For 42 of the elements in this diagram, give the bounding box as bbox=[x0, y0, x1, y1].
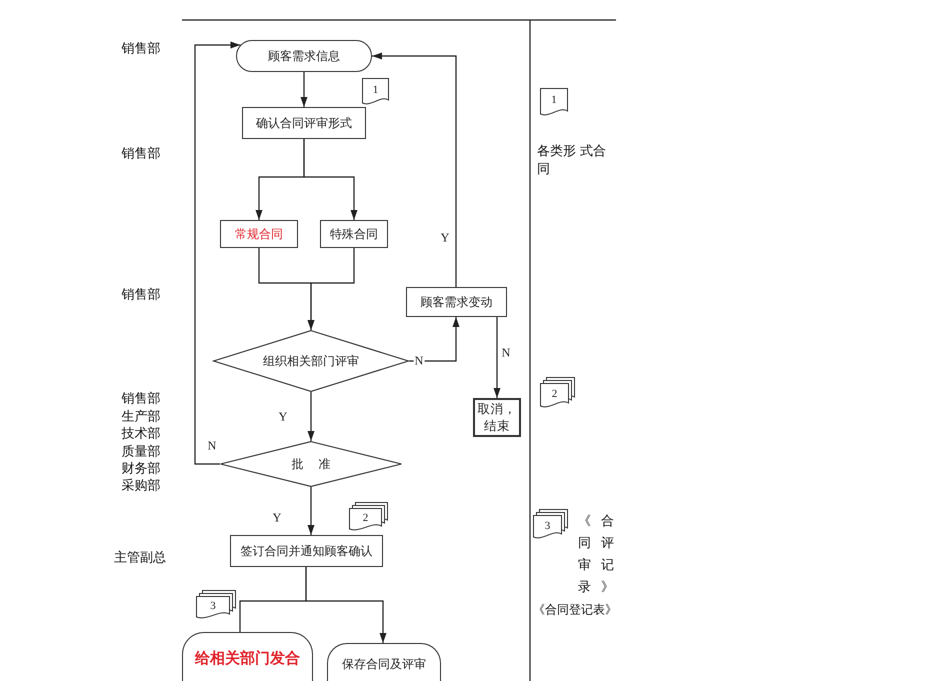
edge-label: Y bbox=[278, 410, 288, 424]
end-box: 取消，结束 bbox=[473, 398, 521, 437]
department-label: 采购部 bbox=[122, 478, 160, 494]
arrow bbox=[494, 317, 500, 398]
edge-label: N bbox=[500, 346, 512, 360]
department-label: 销售部 bbox=[122, 390, 160, 408]
edge-label: Y bbox=[440, 232, 450, 244]
arrow bbox=[303, 139, 358, 220]
department-label: 质量部 bbox=[122, 443, 160, 460]
department-label: 销售部 bbox=[122, 286, 160, 304]
arrow bbox=[308, 248, 355, 330]
document-caption: 各类形 式合同 bbox=[537, 143, 608, 179]
arrow bbox=[308, 487, 314, 535]
edge-label: Y bbox=[272, 512, 282, 524]
terminal-box: 给相关部门发合 bbox=[182, 632, 313, 681]
document-caption: 《合同登记表》 bbox=[533, 602, 617, 618]
decision-diamond: 组织相关部门评审 bbox=[213, 330, 409, 392]
arrow bbox=[372, 52, 457, 287]
terminal-box: 顾客需求信息 bbox=[236, 40, 372, 72]
edge-label: N bbox=[414, 354, 424, 368]
arrow bbox=[308, 392, 314, 441]
document-symbol: 1 bbox=[362, 78, 389, 106]
terminal-box: 保存合同及评审 bbox=[327, 643, 441, 681]
process-box: 签订合同并通知顾客确认 bbox=[230, 535, 383, 567]
arrow bbox=[300, 72, 308, 107]
department-label: 财务部 bbox=[122, 460, 160, 478]
department-label: 技术部 bbox=[122, 426, 160, 442]
process-box: 确认合同评审形式 bbox=[242, 107, 366, 139]
document-caption: 《合同评审记录》 bbox=[578, 513, 625, 597]
decision-diamond: 批 准 bbox=[220, 441, 402, 487]
document-symbol: 1 bbox=[540, 88, 568, 117]
arrow bbox=[409, 317, 460, 362]
department-label: 销售部 bbox=[122, 146, 160, 162]
department-label: 生产部 bbox=[122, 408, 160, 425]
edge-label: N bbox=[206, 440, 218, 452]
arrow bbox=[194, 42, 240, 465]
role-label: 主管副总 bbox=[114, 550, 166, 566]
process-box: 顾客需求变动 bbox=[406, 287, 507, 317]
process-box: 常规合同 bbox=[220, 220, 298, 248]
connector-line bbox=[239, 567, 307, 632]
department-label: 销售部 bbox=[122, 40, 160, 58]
process-box: 特殊合同 bbox=[320, 220, 388, 248]
